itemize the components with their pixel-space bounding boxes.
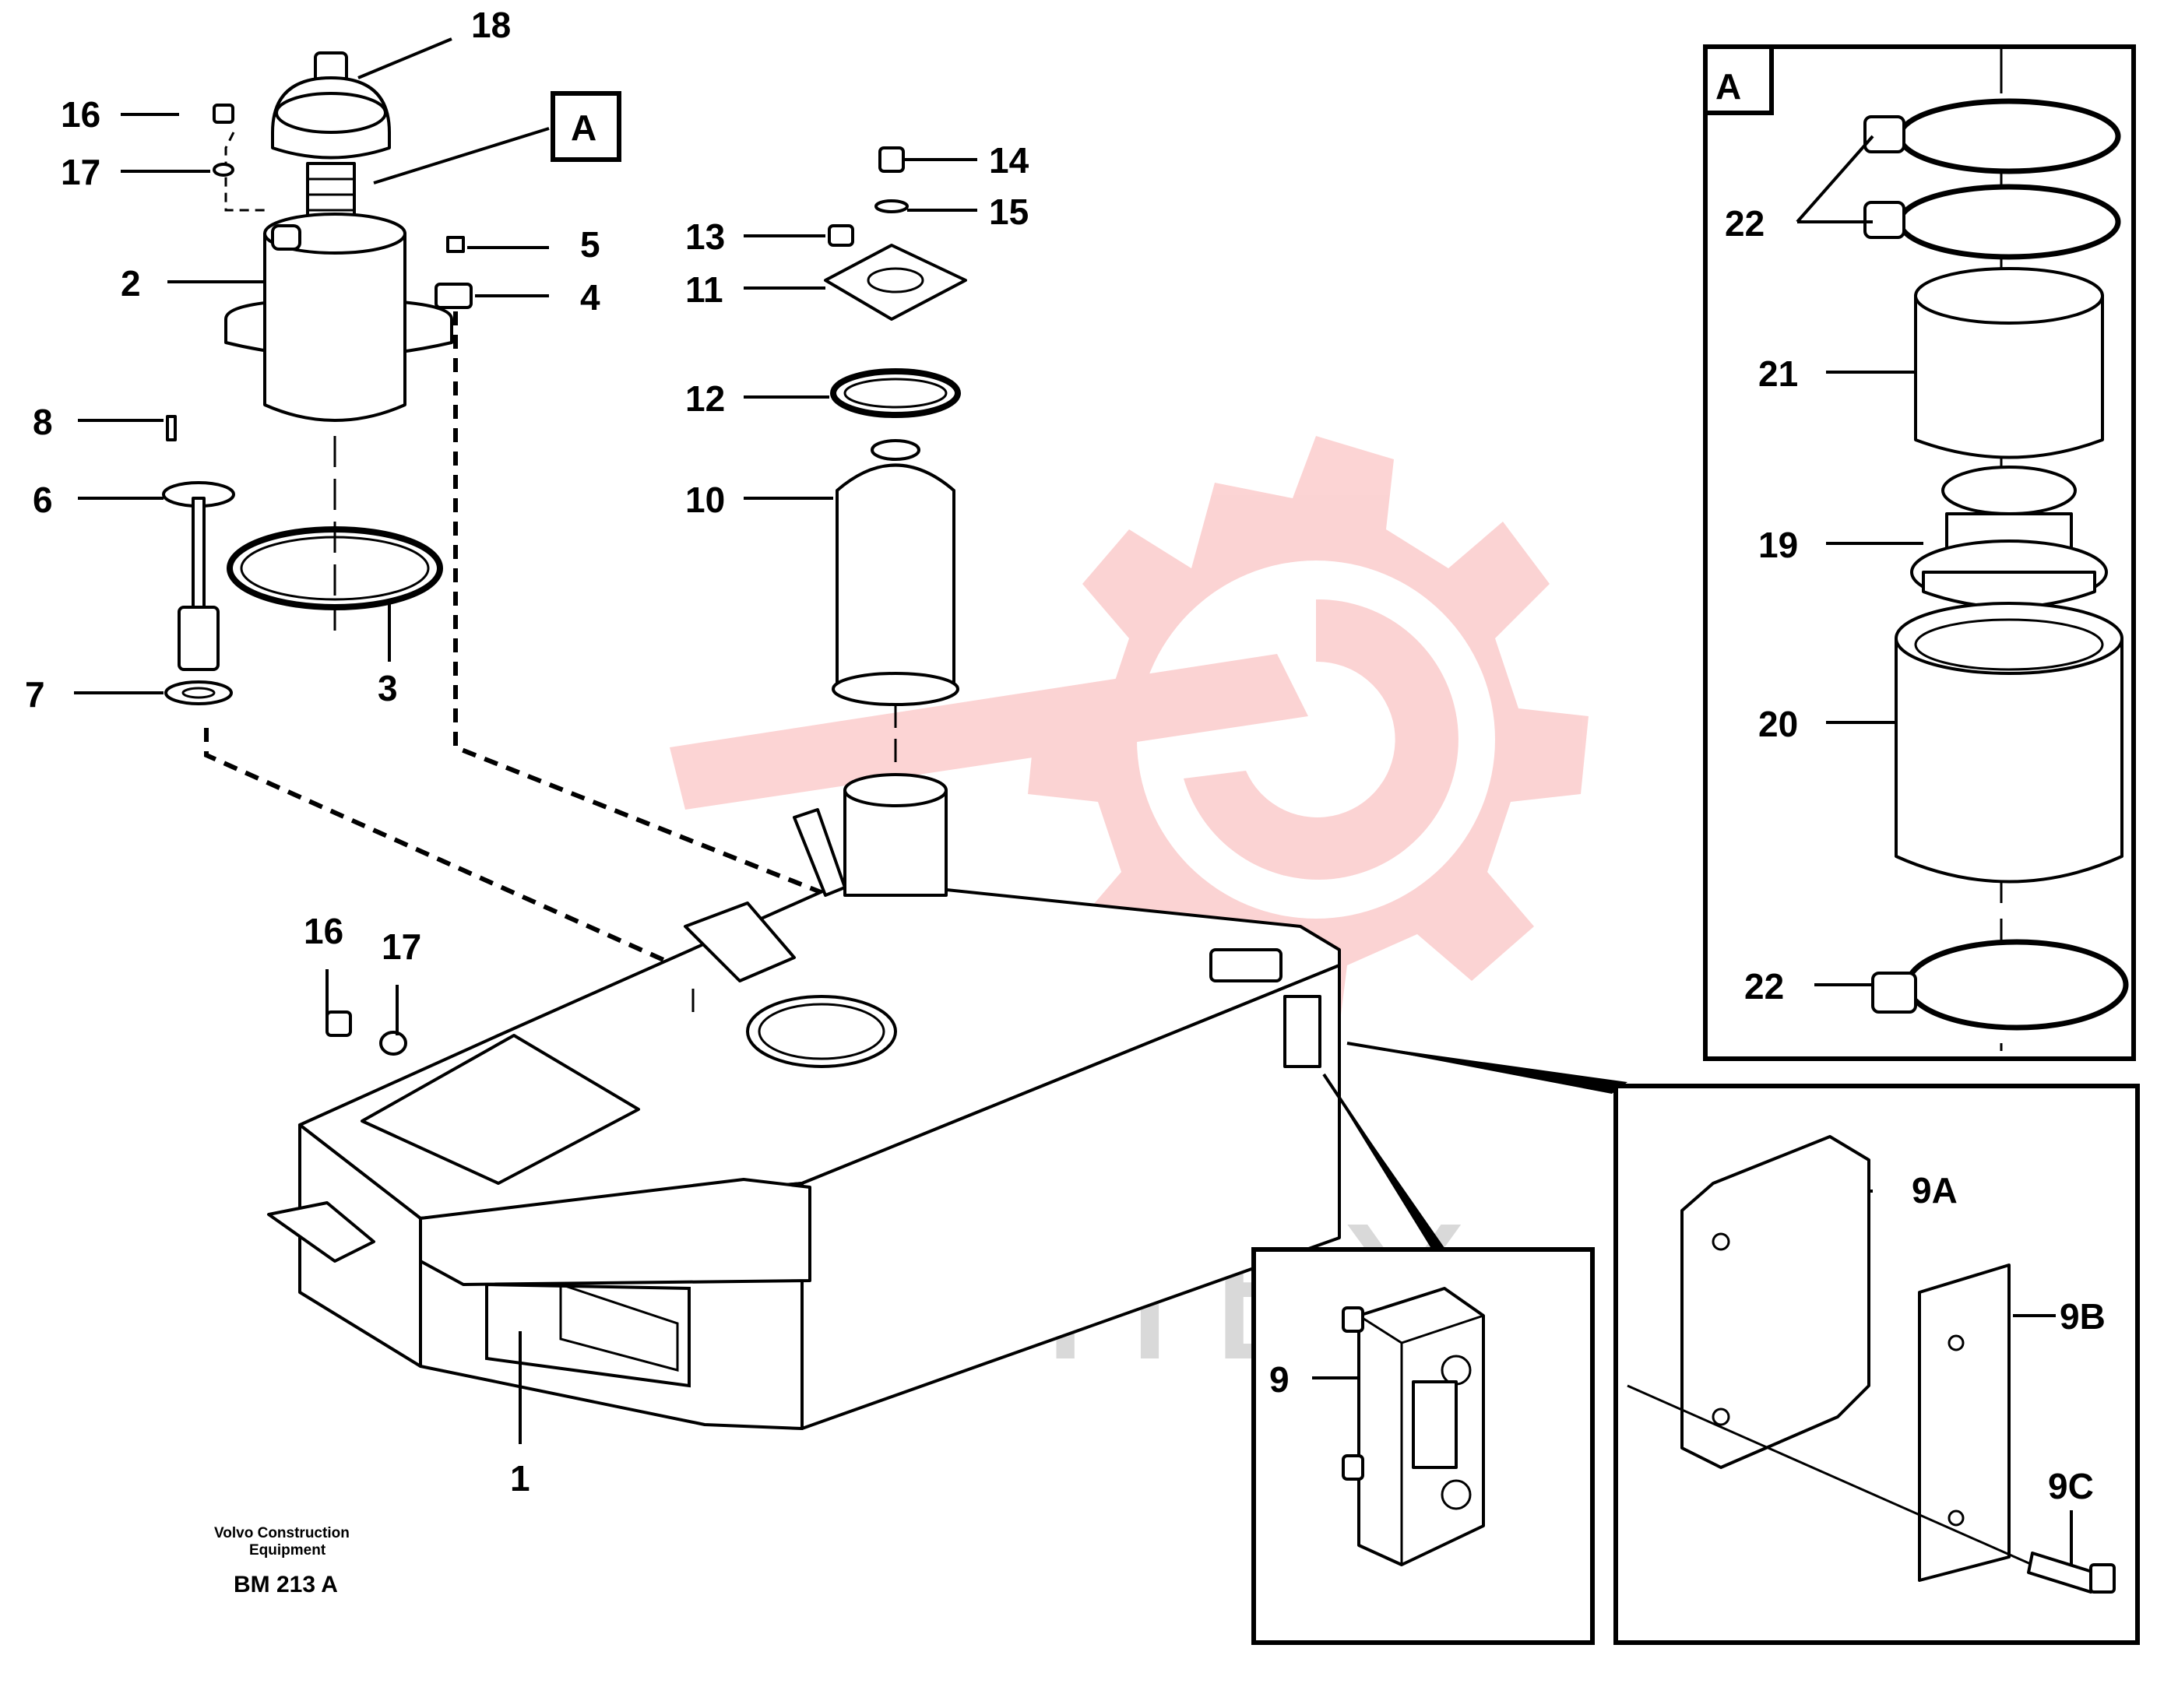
label-22-upper: 22	[1725, 203, 1765, 244]
label-3: 3	[378, 668, 398, 708]
bolt-16-cap	[213, 104, 234, 177]
label-14: 14	[989, 140, 1029, 181]
assembly-line-9c	[1627, 1384, 2033, 1566]
gasket-9b	[1918, 1263, 2011, 1582]
filler-neck-2	[224, 132, 453, 422]
label-4: 4	[580, 277, 600, 318]
leader-lines	[74, 37, 2073, 1565]
label-2: 2	[121, 263, 141, 304]
label-12: 12	[685, 378, 725, 419]
bolt-9c	[2027, 1552, 2116, 1594]
label-9: 9	[1269, 1359, 1290, 1400]
breather-cap-18	[271, 51, 391, 235]
label-detail-a-box: A	[1715, 66, 1741, 107]
filter-element-19	[1910, 466, 2108, 609]
label-21: 21	[1758, 353, 1798, 394]
clamp-4	[435, 236, 473, 309]
sight-glass-9	[1342, 1287, 1485, 1566]
hose-clamp-22-lower	[1871, 939, 2129, 1031]
label-13: 13	[685, 216, 725, 257]
company-name: Volvo Construction	[214, 1525, 350, 1541]
filter-assembly-10	[824, 146, 967, 771]
label-19: 19	[1758, 525, 1798, 565]
label-16-tank: 16	[304, 911, 343, 951]
drawing-number: BM 213 A	[234, 1572, 338, 1597]
label-5: 5	[580, 224, 600, 265]
watermark-gear-logo	[670, 436, 1589, 1028]
assembly-line-7	[204, 728, 695, 989]
label-17-tank: 17	[382, 926, 421, 967]
company-name-line2: Equipment	[249, 1542, 326, 1559]
label-9b: 9B	[2060, 1296, 2106, 1337]
detail-a-callout-frame	[551, 91, 621, 162]
label-8: 8	[33, 402, 53, 442]
cover-plate-9a	[1680, 1135, 1870, 1469]
label-10: 10	[685, 480, 725, 520]
level-sensor-6	[162, 415, 235, 705]
label-7: 7	[25, 674, 45, 715]
label-6: 6	[33, 480, 53, 520]
label-22-lower: 22	[1744, 966, 1784, 1007]
label-detail-a: A	[571, 107, 596, 148]
hose-clamp-22-upper	[1863, 98, 2121, 260]
label-18: 18	[471, 5, 511, 45]
bolt-16-tank	[325, 1010, 407, 1056]
label-9c: 9C	[2048, 1466, 2094, 1506]
gasket-3	[227, 436, 443, 631]
label-20: 20	[1758, 704, 1798, 744]
hydraulic-tank-1	[267, 773, 1341, 1430]
label-9a: 9A	[1912, 1170, 1958, 1211]
hose-21	[1914, 267, 2104, 459]
label-16-cap: 16	[61, 94, 100, 135]
detail-a-tag	[1703, 44, 1774, 115]
label-11: 11	[685, 269, 723, 310]
label-15: 15	[989, 192, 1029, 232]
label-1: 1	[510, 1458, 530, 1499]
housing-20	[1895, 602, 2123, 884]
label-17-cap: 17	[61, 152, 100, 192]
